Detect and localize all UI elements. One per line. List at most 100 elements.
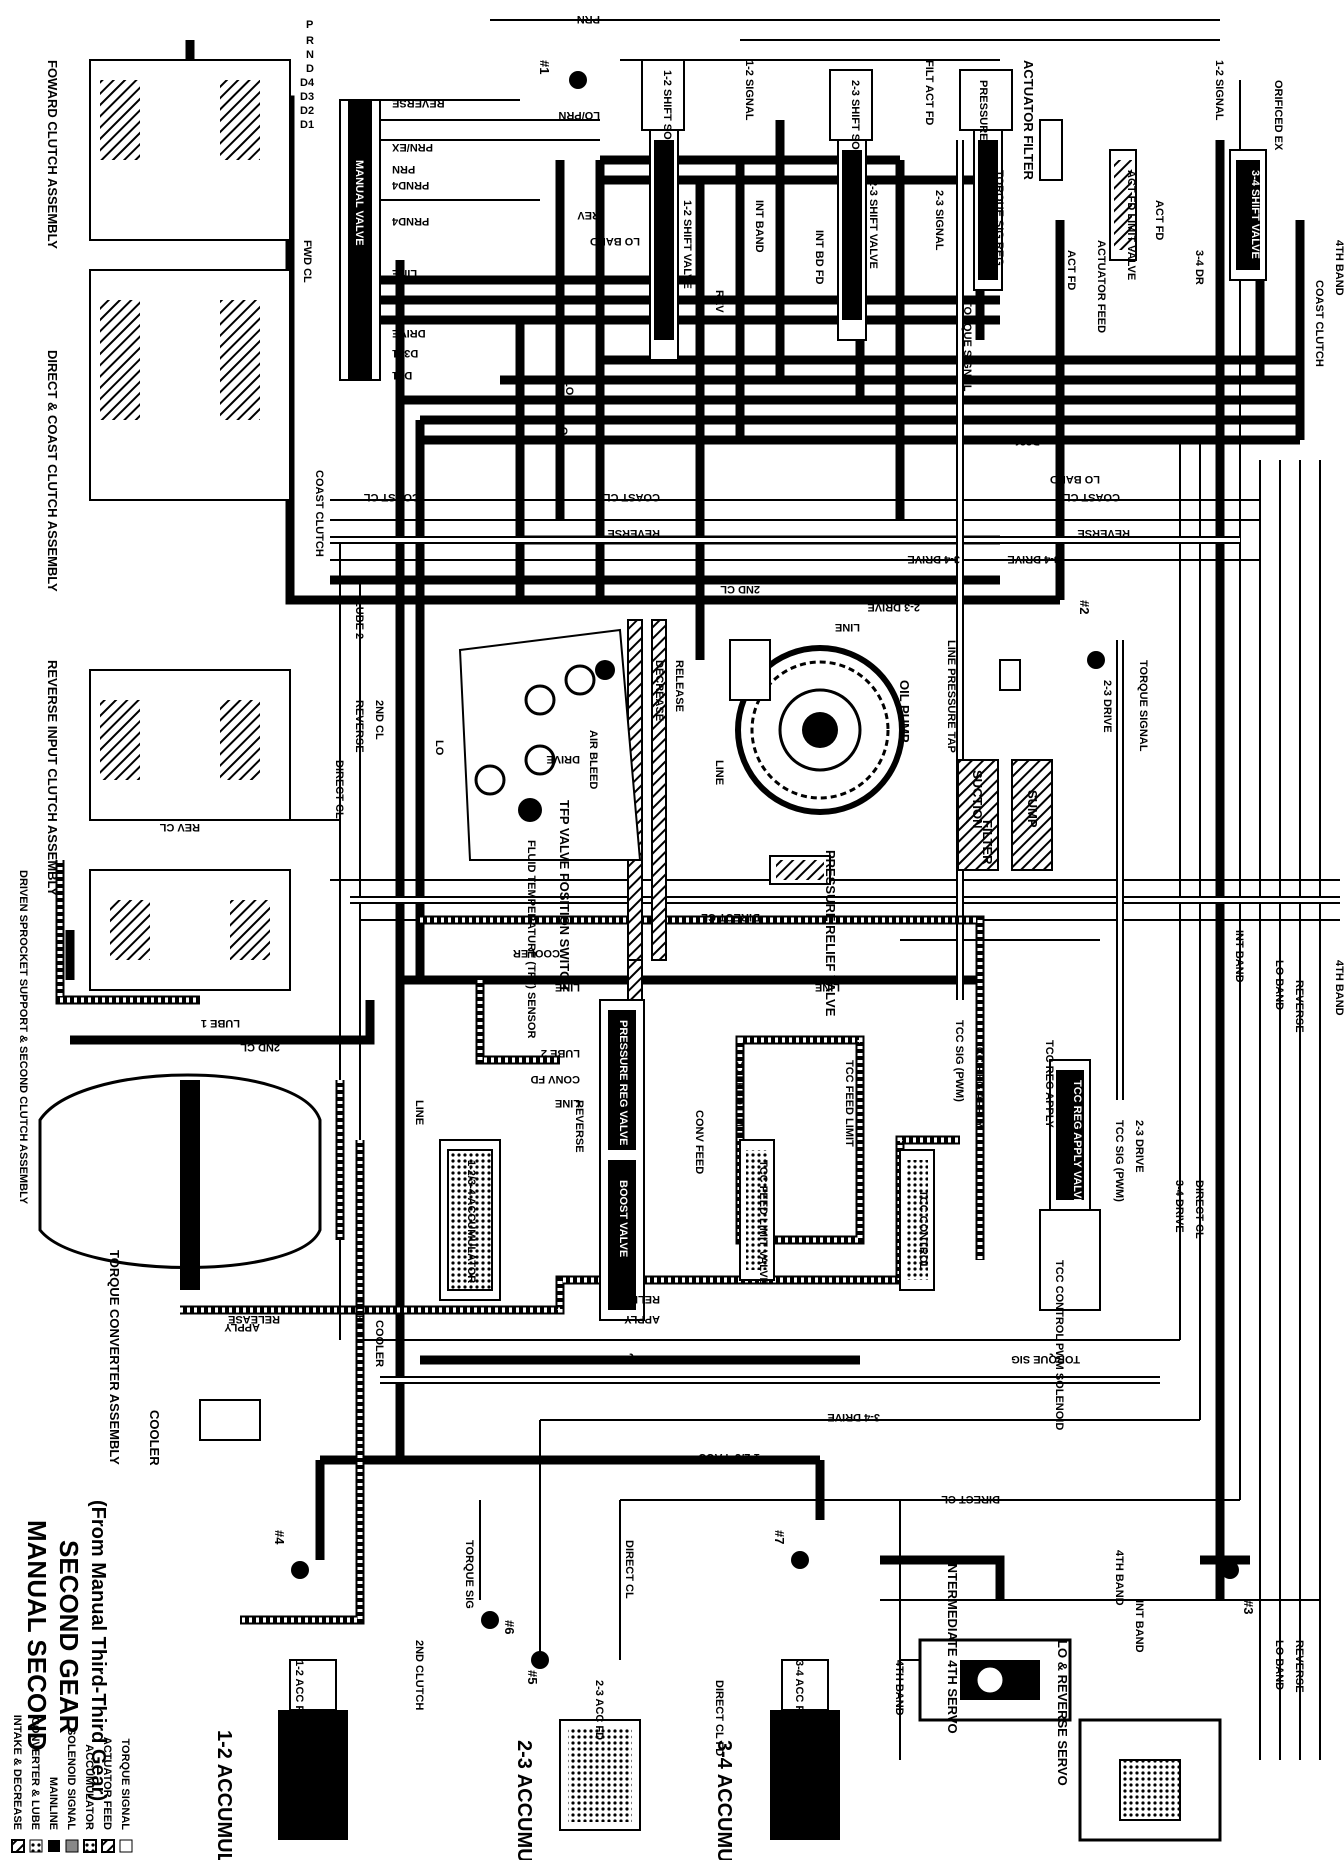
passage-label: N bbox=[306, 49, 314, 61]
passage-label: FLUID TEMPERATURE (TFT) SENSOR bbox=[525, 840, 537, 1038]
passage-label: ACT FD bbox=[1153, 200, 1165, 240]
passage-label: PRESSURE CONTROL SOLENOID bbox=[977, 80, 989, 258]
passage-label: RELEASE bbox=[608, 1293, 660, 1305]
passage-label: LO BAND bbox=[1050, 473, 1100, 485]
passage-label: INT BD FD bbox=[813, 230, 825, 284]
vertical-passage-labels: FWD CL COAST CLUTCH LUBE 2 DIRECT CL REV… bbox=[293, 60, 1344, 1756]
passage-label: LO & REVERSE SERVO bbox=[1055, 1640, 1070, 1786]
lo-reverse-servo: LO & REVERSE SERVO bbox=[1055, 1640, 1222, 1842]
checkball-4 bbox=[291, 1561, 309, 1579]
forward-clutch-assembly: FOWARD CLUTCH ASSEMBLY bbox=[45, 59, 291, 249]
passage-label: TCC FEED LIMIT VALVE bbox=[757, 1160, 769, 1285]
passage-label: APPLY bbox=[224, 1321, 260, 1333]
passage-label: LINE bbox=[392, 267, 417, 279]
passage-label: COAST CL bbox=[364, 491, 421, 503]
passage-label: LINE bbox=[413, 1100, 425, 1125]
passage-label: #3 bbox=[1241, 1600, 1256, 1614]
passage-label: LUBE 1 bbox=[353, 1300, 365, 1339]
passage-label: REVERSE INPUT CLUTCH ASSEMBLY bbox=[45, 660, 60, 896]
passage-label: INT BAND bbox=[1233, 930, 1245, 983]
passage-label: D2 bbox=[300, 105, 314, 117]
passage-label: 2-3 SHIFT VALVE bbox=[867, 180, 879, 269]
tcc-feed-limit-valve: TCC FEED LIMIT VALVE bbox=[739, 1139, 775, 1285]
checkball-5 bbox=[531, 1651, 549, 1669]
legend-swatch-converter bbox=[29, 1839, 43, 1853]
passage-label: TCC CONTROL PWM SOLENOID bbox=[1053, 1260, 1065, 1430]
reverse-input-clutch-assembly: REVERSE INPUT CLUTCH ASSEMBLY bbox=[45, 660, 291, 896]
passage-label: 4TH BAND bbox=[1333, 960, 1344, 1016]
passage-label: TCC REG APPLY bbox=[973, 1040, 985, 1128]
intermediate-4th-servo: INTERMEDIATE 4TH SERVO bbox=[918, 1560, 1072, 1734]
passage-label: TORQUE SIGNAL bbox=[1137, 660, 1149, 752]
pressure-reg-valve: PRESSURE REG VALVE BOOST VALVE bbox=[599, 999, 645, 1321]
checkball-3 bbox=[1221, 1561, 1239, 1579]
passage-label: 1-2 SIGNAL bbox=[743, 60, 755, 121]
passage-label: INTAKE & DECREASE bbox=[11, 1715, 23, 1830]
passage-label: RELEASE bbox=[228, 1313, 280, 1325]
shift-valve-23: 2-3 SHIFT SOLENOID 2-3 SHIFT VALVE bbox=[829, 69, 879, 341]
legend-swatch-intake bbox=[11, 1839, 25, 1853]
prndl-indicator: P R N D D4 D3 D2 D1 bbox=[300, 19, 315, 131]
passage-label: 3-4 DRIVE bbox=[1173, 1180, 1185, 1233]
passage-label: LO bbox=[563, 380, 575, 396]
passage-label: LINE bbox=[393, 740, 405, 765]
passage-label: PRESSURE REG VALVE bbox=[617, 1020, 629, 1146]
passage-label: #2 bbox=[1077, 600, 1092, 614]
passage-label: DIRECT CL bbox=[941, 1493, 1000, 1505]
passage-label: RELEASE bbox=[673, 660, 685, 712]
direct-coast-clutch-assembly: DIRECT & COAST CLUTCH ASSEMBLY bbox=[45, 269, 291, 592]
passage-label: D321 bbox=[1014, 435, 1040, 447]
passage-label: INT BAND bbox=[753, 200, 765, 253]
passage-label: TCC FEED LIMIT bbox=[733, 1050, 745, 1137]
passage-label: LINE PRESSURE TAP bbox=[945, 640, 957, 753]
passage-label: 2ND CLUTCH bbox=[413, 1640, 425, 1710]
legend-swatch-accumulator bbox=[83, 1839, 97, 1853]
passage-label: TFP VALVE POSITION SWITCH bbox=[557, 800, 572, 990]
passage-labels: PRN LO/PRN REV LO BAND ACT FD INT BAND I… bbox=[159, 13, 1140, 1505]
sump-label: SUMP bbox=[1025, 790, 1040, 828]
legend-swatch-actuator bbox=[101, 1839, 115, 1853]
passage-label: REVERSE bbox=[392, 97, 445, 109]
accumulator-23: 2-3 ACCUMULATOR bbox=[513, 1719, 641, 1860]
passage-label: TORQUE SIGNAL bbox=[119, 1739, 131, 1831]
passage-label: 2ND CL bbox=[240, 1041, 280, 1053]
passage-label: MAINLINE bbox=[47, 1777, 59, 1830]
passage-label: #7 bbox=[772, 1530, 787, 1544]
passage-label: REVERSE bbox=[353, 700, 365, 753]
passage-label: PRN bbox=[392, 163, 415, 175]
checkball-6 bbox=[481, 1611, 499, 1629]
act-fd-limit-valve: ACT FD LIMIT VALVE bbox=[1109, 149, 1137, 280]
passage-label: #5 bbox=[525, 1670, 540, 1684]
passage-label: 3-4 ACCUMULATOR bbox=[713, 1740, 735, 1860]
passage-label: 2-3 DRIVE bbox=[1133, 1120, 1145, 1173]
passage-label: CONVERTER & LUBE bbox=[29, 1717, 41, 1830]
passage-label: COAST CLUTCH bbox=[313, 470, 325, 557]
passage-label: 2ND CL bbox=[720, 583, 760, 595]
passage-label: COAST CLUTCH bbox=[1313, 280, 1325, 367]
passage-label: 1-2/3-4 ACC bbox=[699, 1451, 760, 1463]
passage-label: 2-3 DRIVE bbox=[1101, 680, 1113, 733]
passage-label: DIRECT CL bbox=[1193, 1180, 1205, 1239]
passage-label: APPLY bbox=[624, 1313, 660, 1325]
passage-label: ACT FD bbox=[720, 173, 760, 185]
passage-label: #4 bbox=[272, 1530, 287, 1545]
passage-label: COOLER bbox=[373, 1320, 385, 1367]
passage-label: MANUAL VALVE bbox=[353, 160, 365, 246]
tcc-pwm-solenoid: TCC CONTROL PWM SOLENOID bbox=[1039, 1209, 1101, 1430]
passage-label: INTERMEDIATE 4TH SERVO bbox=[945, 1560, 960, 1734]
passage-label: REV CL bbox=[159, 821, 200, 833]
passage-label: LUBE 1 bbox=[201, 1017, 240, 1029]
passage-label: TORQUE SIG REG bbox=[993, 170, 1005, 266]
passage-label: TCC CONTROL bbox=[917, 1190, 929, 1270]
passage-label: 1-2 SHIFT SOLENOID bbox=[661, 70, 673, 181]
passage-label: #6 bbox=[502, 1620, 517, 1634]
passage-label: REV bbox=[713, 290, 725, 313]
passage-label: 3-4 ACC FD bbox=[793, 1660, 805, 1720]
passage-label: LO bbox=[557, 420, 569, 436]
passage-label: 1-2 ACCUMULATOR bbox=[213, 1730, 235, 1860]
passage-label: COAST CL bbox=[604, 491, 661, 503]
legend: INTAKE & DECREASE CONVERTER & LUBE MAINL… bbox=[11, 1715, 133, 1853]
passage-label: 3-4 DRIVE bbox=[907, 553, 960, 565]
passage-label: REVERSE bbox=[607, 527, 660, 539]
passage-label: INTERMED BAND FD bbox=[1293, 260, 1305, 370]
